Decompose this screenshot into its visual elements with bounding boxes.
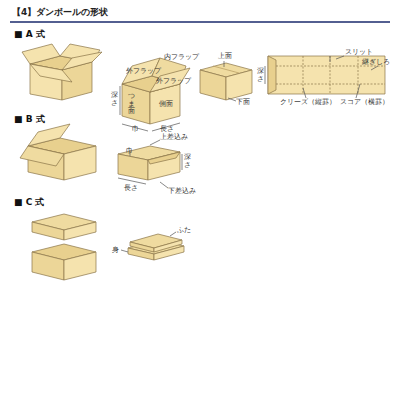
- part-label: 上差込み: [160, 134, 188, 142]
- part-label: 側面: [159, 101, 173, 109]
- part-label: クリーズ（縦罫）: [280, 99, 336, 107]
- part-label: 内フラップ: [164, 54, 199, 62]
- part-label: 長さ: [160, 126, 174, 134]
- part-label: 下面: [236, 99, 250, 107]
- part-label: スリット: [345, 49, 373, 57]
- part-label: 外フラップ: [126, 68, 161, 76]
- page-title: 【4】ダンボールの形状: [12, 8, 108, 18]
- part-label: ふた: [177, 227, 191, 235]
- part-label: 継ぎしろ: [362, 59, 390, 67]
- section-heading: ■ A 式: [14, 30, 45, 40]
- part-label: 深さ: [184, 154, 191, 169]
- part-label: 上面: [218, 53, 232, 61]
- part-label: 外フラップ: [156, 78, 191, 86]
- part-label: 下差込み: [168, 188, 196, 196]
- part-label: 巾: [126, 148, 133, 156]
- part-label: スコア（横罫）: [340, 99, 389, 107]
- section-heading: ■ C 式: [14, 198, 44, 208]
- section-heading: ■ B 式: [14, 115, 45, 125]
- part-label: 巾: [132, 126, 139, 134]
- part-label: つま面: [128, 93, 135, 116]
- part-label: 深さ: [111, 92, 118, 107]
- part-label: 深さ: [257, 68, 264, 83]
- part-label: 長さ: [124, 185, 138, 193]
- title-rule: [10, 21, 390, 23]
- part-label: 身: [112, 247, 119, 255]
